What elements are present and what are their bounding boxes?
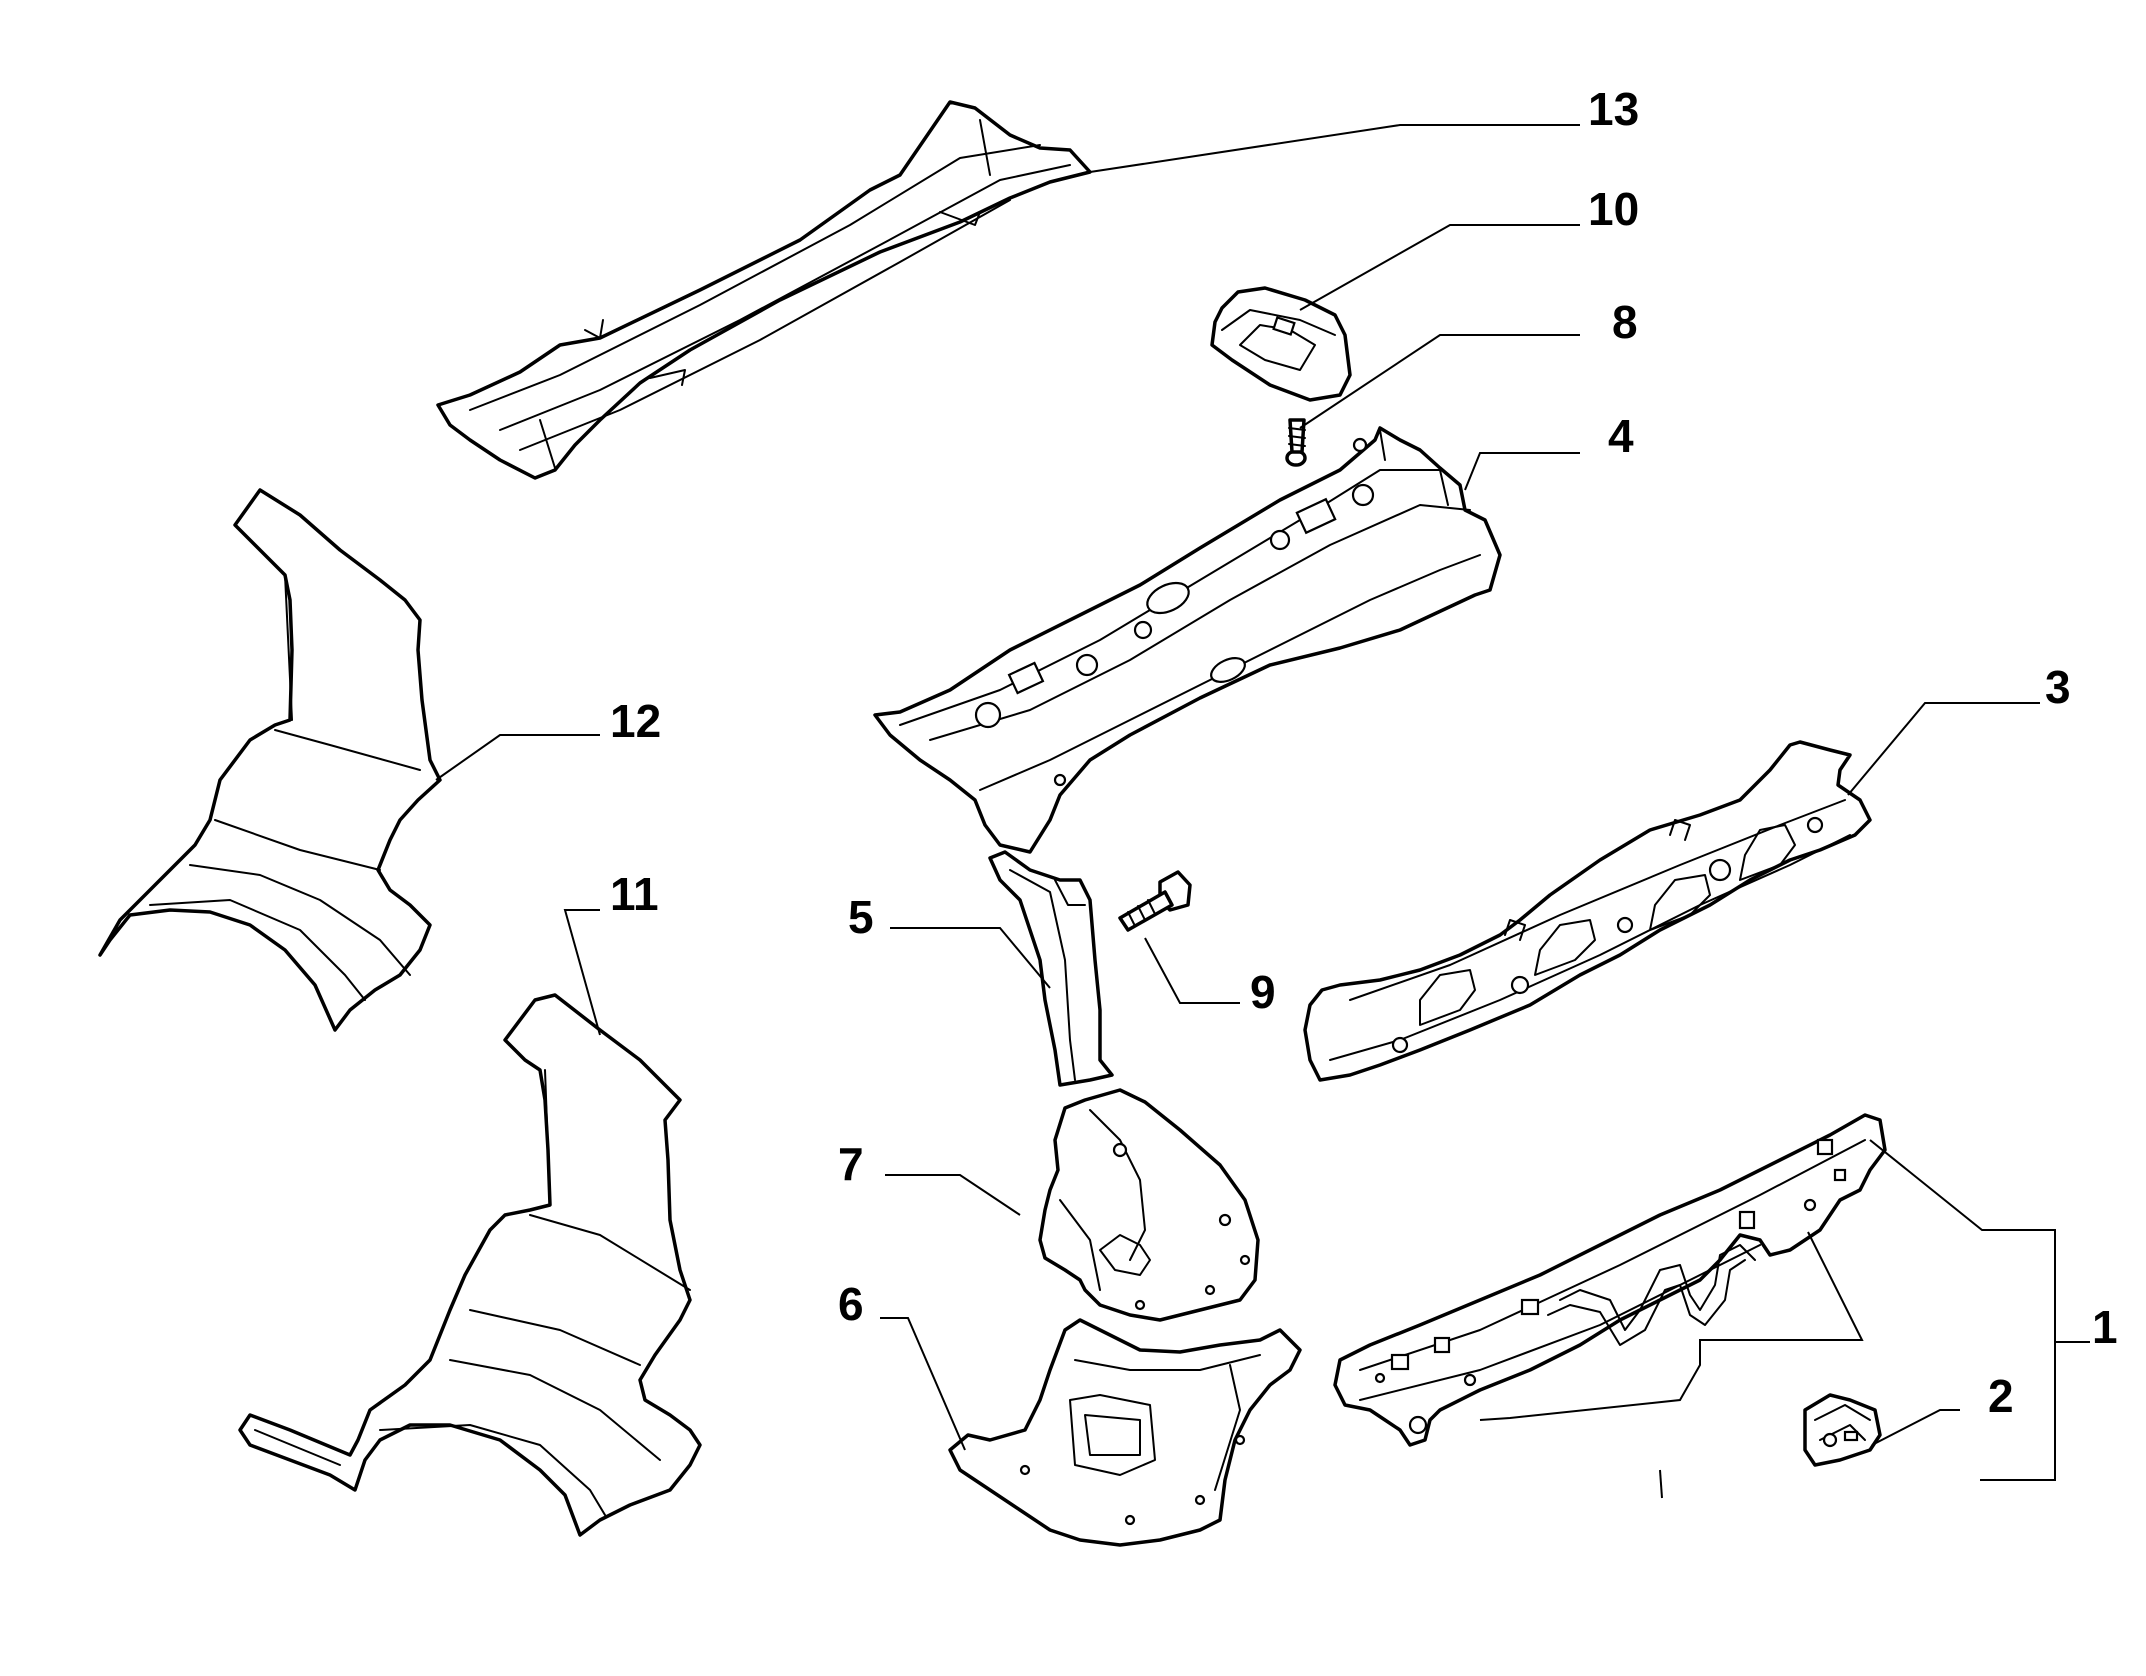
leader-13 [1089, 124, 1580, 173]
callout-13: 13 [1588, 83, 1639, 135]
callout-11: 11 [610, 868, 659, 920]
part-2-small-bracket[interactable] [1803, 1393, 1882, 1467]
part-10-clip[interactable] [1210, 286, 1352, 402]
leader-6 [880, 1317, 966, 1451]
part-3-rear-cross-member[interactable] [1303, 740, 1872, 1082]
callout-12: 12 [610, 695, 661, 747]
callout-6: 6 [838, 1278, 864, 1330]
callout-2: 2 [1988, 1370, 2014, 1422]
leader-lines [435, 124, 2090, 1499]
leader-7 [885, 1174, 1021, 1216]
part-6-lower-corner-bracket[interactable] [948, 1318, 1302, 1547]
part-12-side-panel-upper[interactable] [98, 488, 442, 1032]
part-1-rear-panel[interactable] [1333, 1113, 1887, 1447]
leader-11 [563, 909, 601, 1036]
callout-3: 3 [2045, 661, 2071, 713]
callout-labels: 13 10 8 4 3 12 11 5 9 7 6 2 1 [610, 83, 2118, 1422]
part-13-upper-cross-member[interactable] [436, 100, 1092, 480]
callout-8: 8 [1612, 296, 1638, 348]
leader-1c [1479, 1231, 1864, 1421]
leader-4 [1464, 452, 1580, 491]
part-9-bolt[interactable] [1118, 870, 1192, 932]
leader-1a [1869, 1139, 2056, 1481]
callout-7: 7 [838, 1138, 864, 1190]
part-4-rear-shelf[interactable] [873, 426, 1502, 854]
callout-10: 10 [1588, 183, 1639, 235]
leader-2 [1871, 1409, 1960, 1446]
part-11-side-panel-lower[interactable] [238, 993, 702, 1537]
leader-3 [1847, 702, 2040, 796]
leader-12 [435, 734, 600, 781]
leader-10 [1299, 224, 1580, 311]
callout-4: 4 [1608, 410, 1634, 462]
callout-9: 9 [1250, 966, 1276, 1018]
part-5-pillar-bracket[interactable] [988, 850, 1114, 1087]
callout-1: 1 [2092, 1301, 2118, 1353]
callout-5: 5 [848, 891, 874, 943]
part-8-screw[interactable] [1285, 418, 1307, 467]
leader-8 [1299, 334, 1580, 429]
leader-9 [1144, 937, 1240, 1004]
part-7-inner-wheel-arch[interactable] [1038, 1088, 1260, 1322]
leader-5 [890, 927, 1051, 989]
leader-1d [1659, 1469, 1663, 1499]
